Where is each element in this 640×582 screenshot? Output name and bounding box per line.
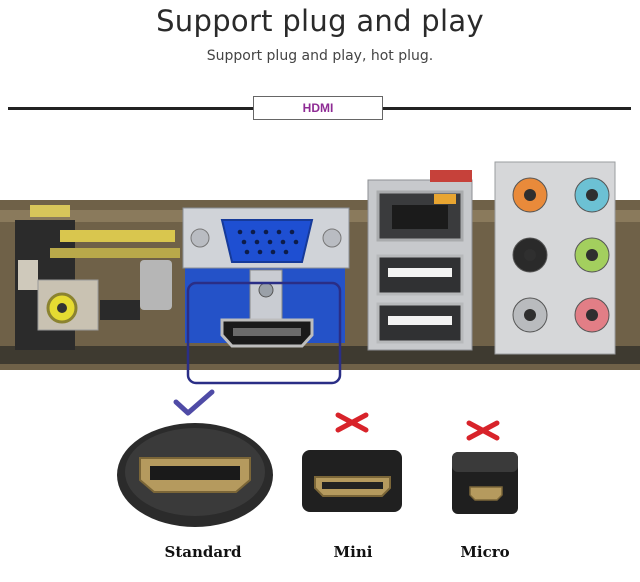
connector-label-mini: Mini <box>333 543 373 561</box>
cross-icon <box>335 412 369 433</box>
micro-hdmi-connector <box>452 452 518 514</box>
connector-label-standard: Standard <box>164 543 242 561</box>
connector-types <box>117 389 518 527</box>
check-icon <box>173 389 215 416</box>
hdmi-badge: HDMI <box>253 96 383 120</box>
mini-hdmi-connector <box>302 450 402 512</box>
vga-port <box>220 219 314 263</box>
divider-right <box>383 107 631 110</box>
page-subtitle: Support plug and play, hot plug. <box>206 48 434 64</box>
standard-hdmi-connector <box>117 423 273 527</box>
motherboard-photo <box>0 161 640 385</box>
cross-icon <box>466 420 500 441</box>
page-title: Support plug and play <box>156 4 484 38</box>
hdmi-highlight <box>186 281 342 385</box>
divider-left <box>8 107 254 110</box>
connector-label-micro: Micro <box>460 543 510 561</box>
